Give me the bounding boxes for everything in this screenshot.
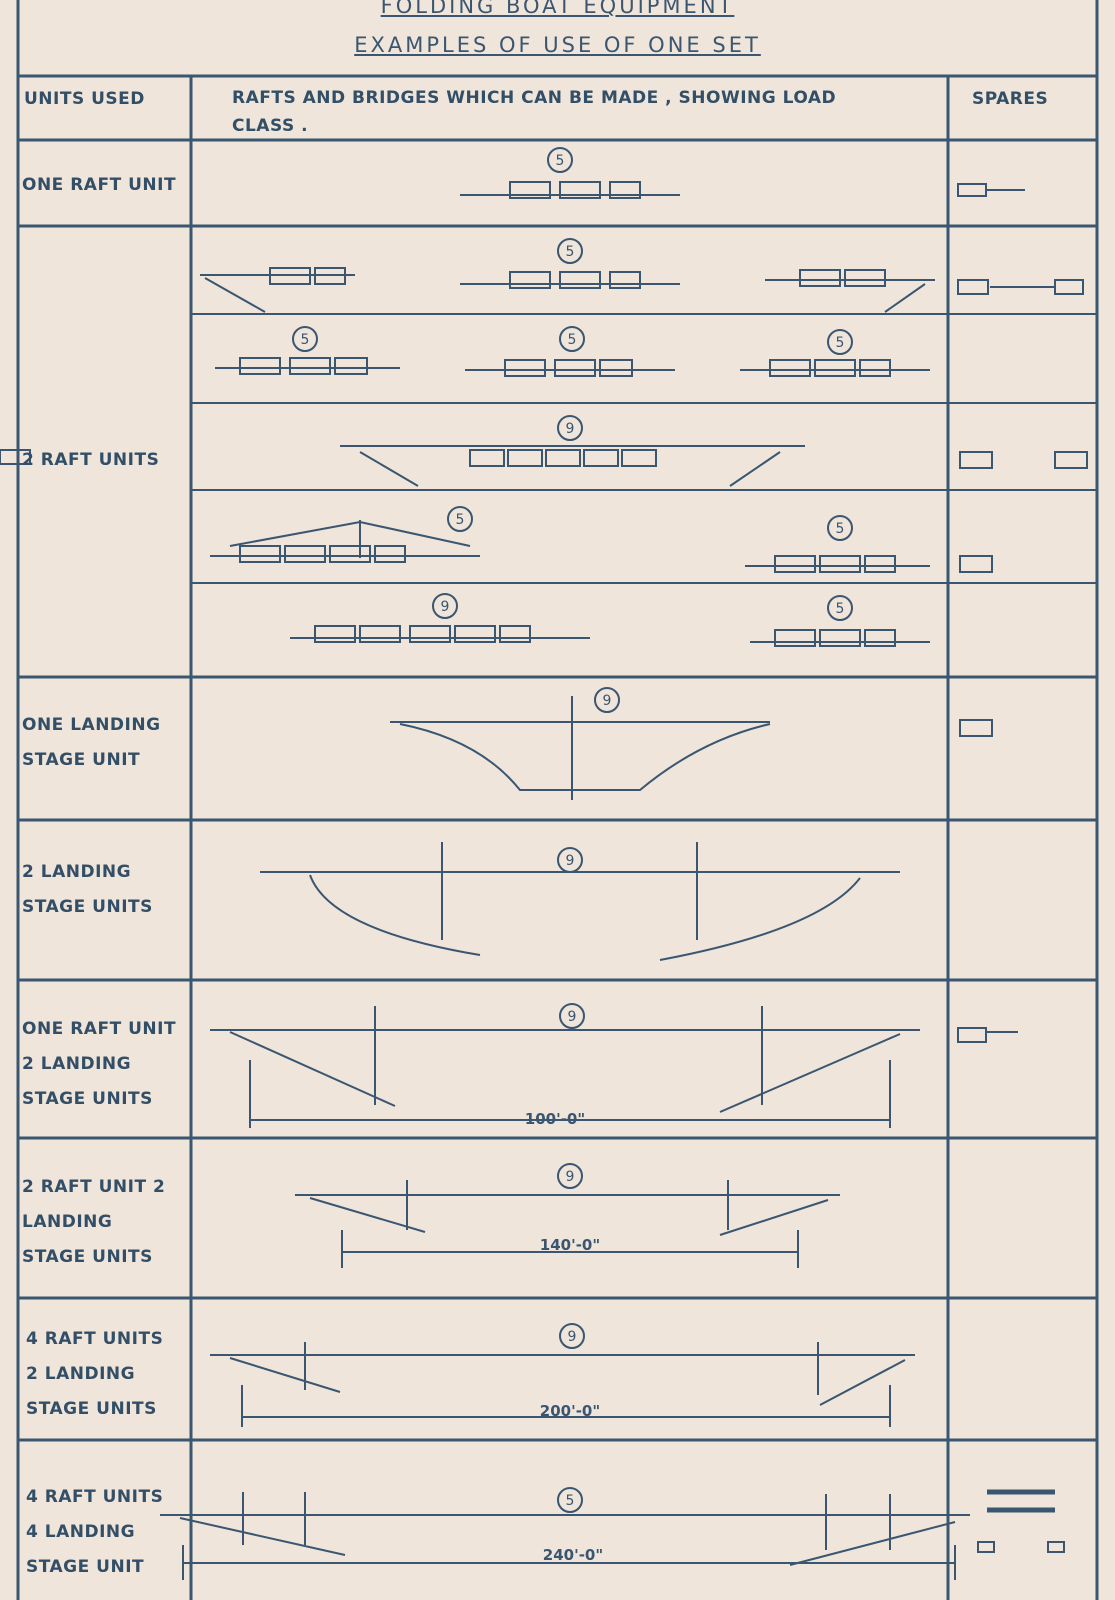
- load-class-label: 9: [441, 599, 450, 615]
- load-class-label: 5: [836, 335, 845, 351]
- load-class-label: 5: [456, 512, 465, 528]
- load-class-label: 9: [603, 693, 612, 709]
- span-label: 100'-0": [525, 1110, 585, 1128]
- load-class-label: 5: [568, 332, 577, 348]
- load-class-label: 9: [568, 1009, 577, 1025]
- row-units-label: 2 RAFT UNIT 2 LANDING STAGE UNITS: [22, 1177, 166, 1267]
- row-units-label: ONE RAFT UNIT: [22, 175, 177, 195]
- row-units-label: 2 RAFT UNITS: [22, 450, 160, 470]
- load-class-label: 5: [836, 521, 845, 537]
- span-label: 240'-0": [543, 1546, 603, 1564]
- load-class-label: 5: [566, 244, 575, 260]
- row-units-label: 2 LANDING STAGE UNITS: [22, 862, 153, 917]
- document-subtitle: EXAMPLES OF USE OF ONE SET: [354, 33, 761, 57]
- span-label: 200'-0": [540, 1402, 600, 1420]
- row-units-label: ONE LANDING STAGE UNIT: [22, 715, 161, 770]
- row-units-label: 4 RAFT UNITS 4 LANDING STAGE UNIT: [26, 1487, 164, 1577]
- header-spares: SPARES: [972, 89, 1049, 109]
- load-class-label: 5: [301, 332, 310, 348]
- document-title: FOLDING BOAT EQUIPMENT: [380, 0, 735, 18]
- load-class-label: 9: [566, 1169, 575, 1185]
- load-class-label: 9: [568, 1329, 577, 1345]
- header-rafts-bridges: RAFTS AND BRIDGES WHICH CAN BE MADE , SH…: [232, 88, 837, 136]
- load-class-label: 5: [556, 153, 565, 169]
- load-class-label: 9: [566, 421, 575, 437]
- header-units-used: UNITS USED: [24, 89, 145, 109]
- row-units-label: ONE RAFT UNIT 2 LANDING STAGE UNITS: [22, 1019, 177, 1109]
- span-label: 140'-0": [540, 1236, 600, 1254]
- load-class-label: 5: [566, 1493, 575, 1509]
- load-class-label: 9: [566, 853, 575, 869]
- load-class-label: 5: [836, 601, 845, 617]
- row-units-label: 4 RAFT UNITS 2 LANDING STAGE UNITS: [26, 1329, 164, 1419]
